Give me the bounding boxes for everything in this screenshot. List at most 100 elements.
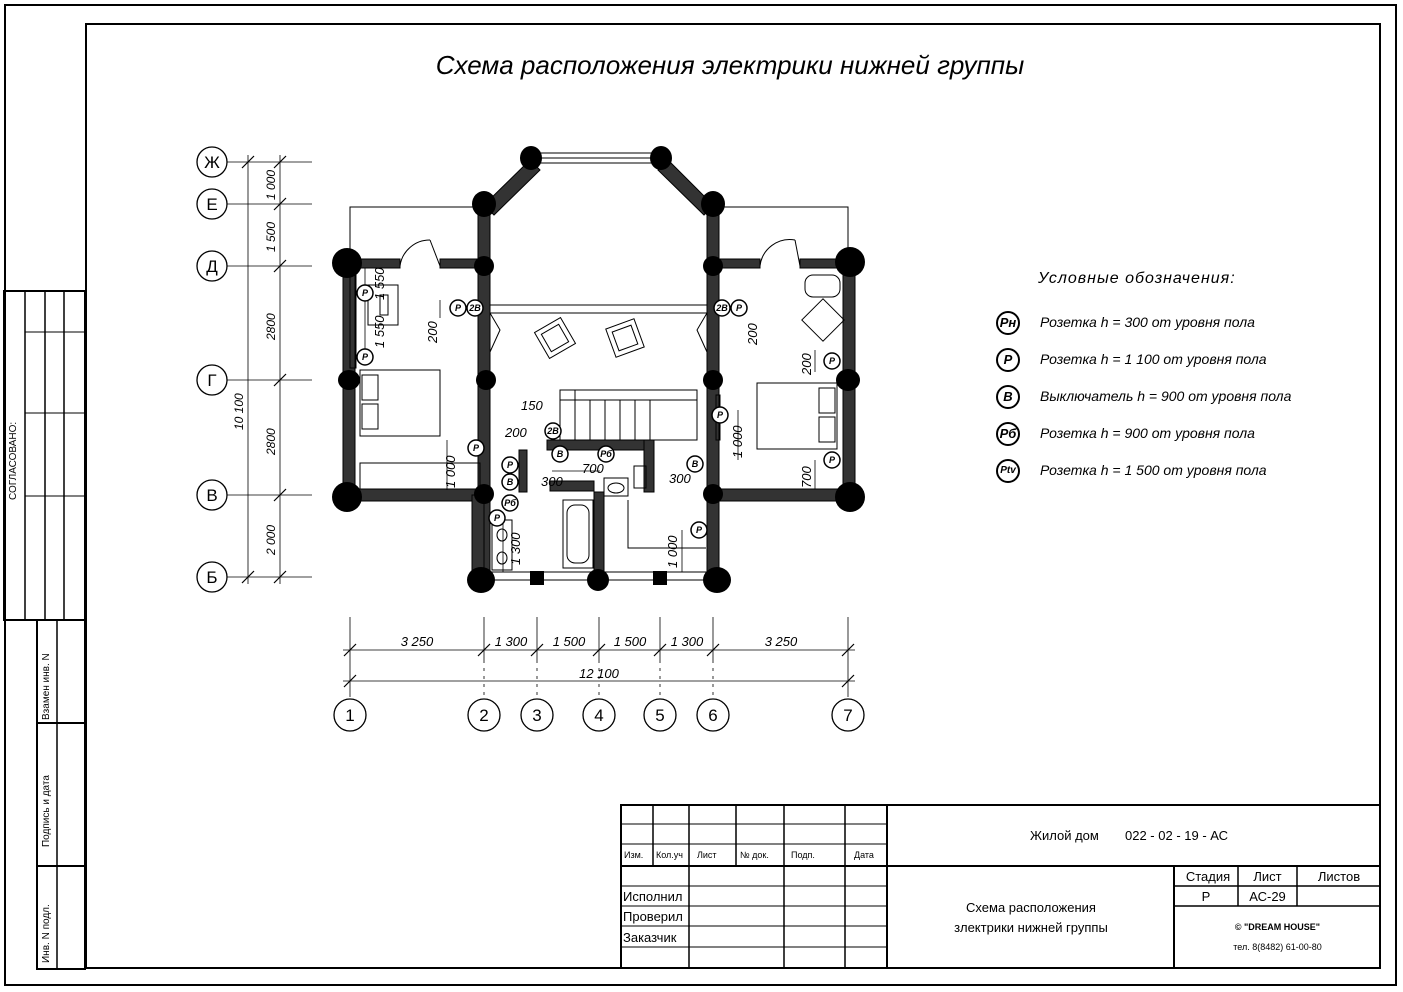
col-label-7: 7 bbox=[843, 706, 852, 725]
row-dim-5: 2 000 bbox=[264, 525, 278, 556]
col-dim-2: 1 300 bbox=[495, 634, 528, 649]
title-block: Изм. Кол.уч Лист № док. Подп. Дата Испол… bbox=[620, 804, 1381, 969]
svg-text:P: P bbox=[494, 513, 501, 523]
tb-sheet-label: Лист bbox=[1253, 869, 1282, 884]
tb-role-performer: Исполнил bbox=[623, 889, 683, 904]
svg-text:В: В bbox=[557, 449, 564, 459]
tb-header-list: Лист bbox=[697, 850, 717, 860]
socket-p-11: P bbox=[690, 521, 708, 539]
legend-item-4: Pб Розетка h = 900 от уровня пола bbox=[992, 420, 1352, 450]
socket-p-9: P bbox=[501, 456, 519, 474]
socket-low-icon: Pн bbox=[996, 311, 1020, 335]
switch-b-1: В bbox=[551, 445, 569, 463]
switch-2b-2: 2В bbox=[713, 299, 731, 317]
tb-stage-label: Стадия bbox=[1185, 869, 1231, 884]
log-posts bbox=[332, 146, 865, 593]
legend-item-1: Pн Розетка h = 300 от уровня пола bbox=[992, 309, 1352, 339]
svg-text:В: В bbox=[507, 477, 514, 487]
legend-text-2: Розетка h = 1 100 от уровня пола bbox=[1040, 351, 1267, 367]
tb-sheets-label: Листов bbox=[1317, 869, 1361, 884]
legend-text-4: Розетка h = 900 от уровня пола bbox=[1040, 425, 1255, 441]
svg-text:2В: 2В bbox=[468, 303, 481, 313]
row-axis-d: Д bbox=[196, 250, 228, 282]
col-label-6: 6 bbox=[708, 706, 717, 725]
switch-icon: B bbox=[996, 385, 1020, 409]
plan-dim-1000a: 1 000 bbox=[443, 455, 458, 488]
socket-p-6: P bbox=[711, 406, 729, 424]
socket-p-1: P bbox=[356, 284, 374, 302]
tb-drawing-name-1: Схема расположения bbox=[966, 900, 1096, 915]
socket-p-7: P bbox=[823, 451, 841, 469]
plan-dim-1000c: 1 000 bbox=[665, 535, 680, 568]
tb-header-date: Дата bbox=[854, 850, 874, 860]
plan-dim-200d: 200 bbox=[799, 353, 814, 376]
row-dim-3: 2800 bbox=[264, 313, 278, 341]
switch-2b-3: 2В bbox=[544, 422, 562, 440]
plan-dim-700a: 700 bbox=[582, 461, 604, 476]
plan-dim-1300: 1 300 bbox=[508, 532, 523, 565]
row-dim-total: 10 100 bbox=[232, 393, 246, 430]
svg-text:Pб: Pб bbox=[504, 498, 516, 508]
row-label-d: Д bbox=[206, 257, 218, 276]
svg-text:P: P bbox=[829, 455, 836, 465]
svg-text:В: В bbox=[692, 459, 699, 469]
row-dim-4: 2800 bbox=[264, 428, 278, 456]
row-dim-1: 1 000 bbox=[264, 170, 278, 200]
switch-b-3: В bbox=[686, 455, 704, 473]
row-dim-2: 1 500 bbox=[264, 222, 278, 252]
socket-p-3: P bbox=[449, 299, 467, 317]
tb-role-customer: Заказчик bbox=[623, 930, 677, 945]
tb-company: © "DREAM HOUSE" bbox=[1234, 922, 1321, 932]
socket-icon: P bbox=[996, 348, 1020, 372]
tb-header-izm: Изм. bbox=[624, 850, 644, 860]
socket-p-4: P bbox=[730, 299, 748, 317]
plan-dim-1550a: 1 550 bbox=[372, 267, 387, 300]
row-label-e: Е bbox=[206, 195, 217, 214]
electric-symbols: P P P 2В 2В P P P P P 2В В Pб P В Pб P В… bbox=[356, 284, 841, 539]
sheet-title: Схема расположения электрики нижней груп… bbox=[435, 50, 1025, 80]
socket-p-5: P bbox=[823, 352, 841, 370]
plan-dim-200b: 200 bbox=[745, 323, 760, 346]
plan-dim-200c: 200 bbox=[504, 425, 527, 440]
walls bbox=[342, 159, 856, 578]
col-dim-1: 3 250 bbox=[401, 634, 434, 649]
terrace-outlines bbox=[349, 206, 849, 266]
row-label-zh: Ж bbox=[204, 153, 220, 172]
tb-phone: тел. 8(8482) 61-00-80 bbox=[1233, 942, 1322, 952]
tb-header-kol: Кол.уч bbox=[656, 850, 683, 860]
svg-text:2В: 2В bbox=[546, 426, 559, 436]
svg-text:P: P bbox=[696, 525, 703, 535]
row-axis-v: В bbox=[196, 479, 228, 511]
svg-text:2В: 2В bbox=[715, 303, 728, 313]
title-block-grid bbox=[620, 804, 1381, 969]
col-label-1: 1 bbox=[345, 706, 354, 725]
svg-text:P: P bbox=[362, 288, 369, 298]
col-dim-5: 1 300 bbox=[671, 634, 704, 649]
plan-dim-200a: 200 bbox=[425, 321, 440, 344]
tb-header-sign: Подп. bbox=[791, 850, 815, 860]
col-label-3: 3 bbox=[532, 706, 541, 725]
tb-stage-value: Р bbox=[1201, 889, 1211, 904]
row-axes: Ж Е Д Г В Б bbox=[196, 146, 228, 593]
tb-role-checker: Проверил bbox=[623, 909, 683, 924]
legend-item-3: B Выключатель h = 900 от уровня пола bbox=[992, 383, 1352, 413]
plan-dim-700b: 700 bbox=[799, 466, 814, 488]
legend-text-1: Розетка h = 300 от уровня пола bbox=[1040, 314, 1255, 330]
row-axis-b: Б bbox=[196, 561, 228, 593]
socket-mid-icon: Pб bbox=[996, 422, 1020, 446]
col-label-5: 5 bbox=[655, 706, 664, 725]
svg-text:P: P bbox=[736, 303, 743, 313]
socket-tv-icon: Ptv bbox=[996, 459, 1020, 483]
switch-2b-1: 2В bbox=[466, 299, 484, 317]
col-axes: 1 2 3 4 5 6 7 bbox=[333, 698, 865, 732]
col-label-4: 4 bbox=[594, 706, 603, 725]
svg-text:P: P bbox=[362, 352, 369, 362]
tb-drawing-name-2: злектрики нижней группы bbox=[954, 920, 1108, 935]
tb-header-doc: № док. bbox=[740, 850, 769, 860]
col-dim-3: 1 500 bbox=[553, 634, 586, 649]
row-axis-e: Е bbox=[196, 188, 228, 220]
tb-sheet-value: АС-29 bbox=[1249, 889, 1286, 904]
col-label-2: 2 bbox=[479, 706, 488, 725]
socket-pb-1: Pб bbox=[597, 445, 615, 463]
